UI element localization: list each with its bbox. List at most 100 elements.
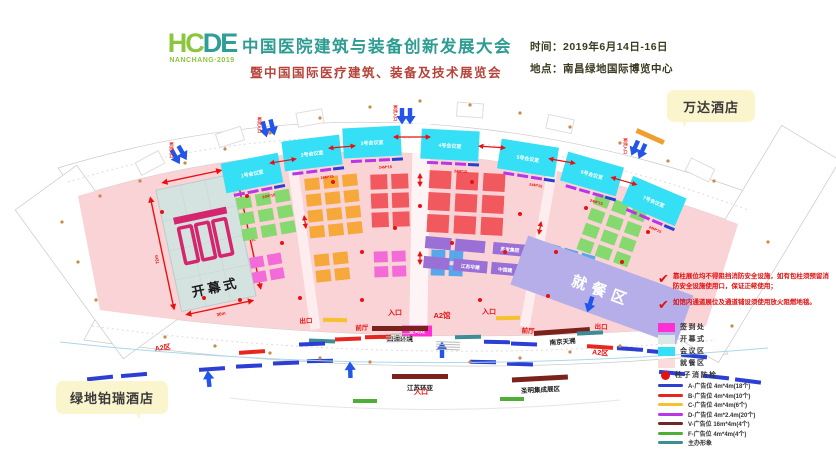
b-ad-bars [238,334,614,355]
time-label: 时间：2019年6月14日-16日 [530,41,669,53]
gate-logo-icon [173,206,235,266]
conference-logo: HCDE NANCHANG·2019 [156,28,248,65]
legend-ad-row-f: F-广告位 4m*4m(4个) [658,429,834,439]
legend-line-v [658,422,683,426]
legend-swatch-opening [658,334,675,344]
zone-label: A2区 [592,348,609,357]
meeting-room-2-label: 2号会议室 [300,149,323,159]
meeting-room-3-label: 3号会议室 [360,139,383,147]
vendor-huanya-label: 江苏环亚 [407,383,434,392]
conference-title: 中国医院建筑与装备创新发展大会 [242,38,512,56]
legend-dot-row: 柱子消防栓 [658,369,834,381]
front-hall-label: 前厅 [355,323,369,332]
meeting-room-1: 1号会议室 24M*15 [220,152,286,199]
meeting-room-7: 7号会议室 24M*15 [621,175,687,234]
checkmark-icon: ✔ [658,297,669,313]
room-dim-label: 24M*15 [648,225,662,234]
dining-area: 就餐区 [510,235,694,345]
meeting-room-5-label: 5号会议室 [516,154,540,164]
legend-area-row: 开幕式 [658,333,834,345]
aisle-dimension-arrows [269,134,638,266]
legend-label: 签到处 [680,324,706,332]
legend-area-row: 签到处 [658,321,834,333]
legend-line-a [658,384,683,388]
meeting-room-3: 3号会议室 24M*15 [342,125,404,170]
legend-label: 开幕式 [680,336,706,344]
hotel-greenland-label: 绿地铂瑞酒店 [69,391,154,406]
vendor-nanjing: 南京天溯 [533,327,591,347]
safety-note-1: ✔ 靠柱展位均不得阻挡消防安全设施，如有包柱须预留消防安全设施使用口，保证正常使… [658,272,834,292]
checkmark-icon: ✔ [658,271,669,286]
hotel-bubble-wanda: 万达酒店 [667,90,755,122]
svg-text:卸货入口: 卸货入口 [393,104,399,121]
hall-label: A2馆 [433,310,451,320]
room-dim-label: 24M*15 [320,175,333,181]
legend-label: A-广告位 4m*4m(18个) [688,384,751,391]
legend-ad-row-c: C-广告位 4m*4m(6个) [658,400,834,410]
booth-zhongguo-label: 中国建 [498,266,513,274]
legend-swatch-dining [658,358,675,368]
hotel-wanda-label: 万达酒店 [682,99,739,115]
legend-area-row: 会议区 [658,345,834,357]
corridor-pillar-dots [60,99,770,364]
booth-cluster-purple: 苏发集团 江苏华建 中国建 [423,236,528,277]
legend-swatch-meeting [658,346,675,356]
legend-line-host [658,441,683,445]
booth-cluster-red-left [370,173,410,228]
logo-right: DE [202,28,238,58]
booth-cluster-orange [304,173,363,239]
room-dim-label: 24M*15 [529,183,543,189]
room-dim-label: 24M*15 [379,165,392,170]
logo-letters: HCDE [156,28,248,58]
legend-line-b [658,393,683,397]
hotel-bubble-greenland: 绿地铂瑞酒店 [56,381,168,414]
booth-cluster-magenta-mid [373,250,407,278]
legend-ad-row-v: V-广告位 16m*4m(4个) [658,419,834,429]
dimension-arrows [148,168,263,317]
exit-label: 出口 [594,322,607,332]
dim-side-left: 72m [153,255,160,265]
unloading-dock-bar [635,128,665,145]
legend-line-f [658,431,683,435]
conference-subtitle: 暨中国国际医疗建筑、装备及技术展览会 [249,66,502,80]
front-hall-label: 前厅 [521,326,535,335]
booth-cluster-magenta-left [248,252,286,284]
room-dim-label: 24M*15 [590,199,604,206]
entrance-label: 入口 [387,309,402,317]
vendor-shengming-label: 圣明集成展区 [521,384,561,395]
booth-cluster-green-left [235,188,297,242]
legend-label: B-广告位 4m*4m(10个) [688,393,751,400]
zone-label: A2区 [154,343,171,353]
safety-note-2: ✔ 如馆内通道展位及通道铺设须使用放火阻燃地毯。 [658,298,834,311]
meeting-room-4: 4号会议室 24M*15 [420,128,480,174]
legend-ad-row-a: A-广告位 4m*4m(18个) [658,381,834,391]
meeting-room-1-label: 1号会议室 [240,168,264,179]
legend-label: 就餐区 [680,360,706,368]
svg-text:卸货入口: 卸货入口 [257,116,263,133]
legend-area-row: 就餐区 [658,357,834,369]
svg-text:卸货入口: 卸货入口 [623,137,629,154]
legend-label: D-广告位 4m*2.4m(20个) [688,412,756,419]
venue-label: 地点：南昌绿地国际博览中心 [530,63,673,75]
dim-front: 36m [216,311,226,318]
legend-ad-row-d: D-广告位 4m*2.4m(20个) [658,410,834,420]
svg-text:卸货入口: 卸货入口 [169,141,175,158]
vendor-shengming: 圣明集成展区 [511,374,569,395]
logo-left: HC [167,28,205,58]
title-block: 中国医院建筑与装备创新发展大会 暨中国国际医疗建筑、装备及技术展览会 [242,33,512,81]
legend-panel: ✔ 靠柱展位均不得阻挡消防安全设施，如有包柱须预留消防安全设施使用口，保证正常使… [658,272,834,448]
legend-ad-row-b: B-广告位 4m*4m(10个) [658,391,834,401]
legend-ad-row-host: 主办形象 [658,438,834,448]
info-block: 时间：2019年6月14日-16日 地点：南昌绿地国际博览中心 [530,39,760,83]
meeting-room-4-label: 4号会议室 [438,142,461,150]
unloading-labels: 卸货入口 卸货入口 卸货入口 卸货入口 [169,104,629,158]
legend-label: V-广告位 16m*4m(4个) [688,422,750,429]
legend-rows: 签到处 开幕式 会议区 就餐区 柱子消防栓 A-广告位 4m*4m(18个) [658,321,834,448]
booth-cluster-red-right [426,170,506,236]
meeting-room-5: 5号会议室 24M*15 [497,138,559,189]
guide-arc-line [59,341,769,364]
entrance-label: 入口 [413,388,428,396]
fire-hydrant-dot-icon [661,370,670,380]
booth-sufa-label: 苏发集团 [500,246,520,255]
